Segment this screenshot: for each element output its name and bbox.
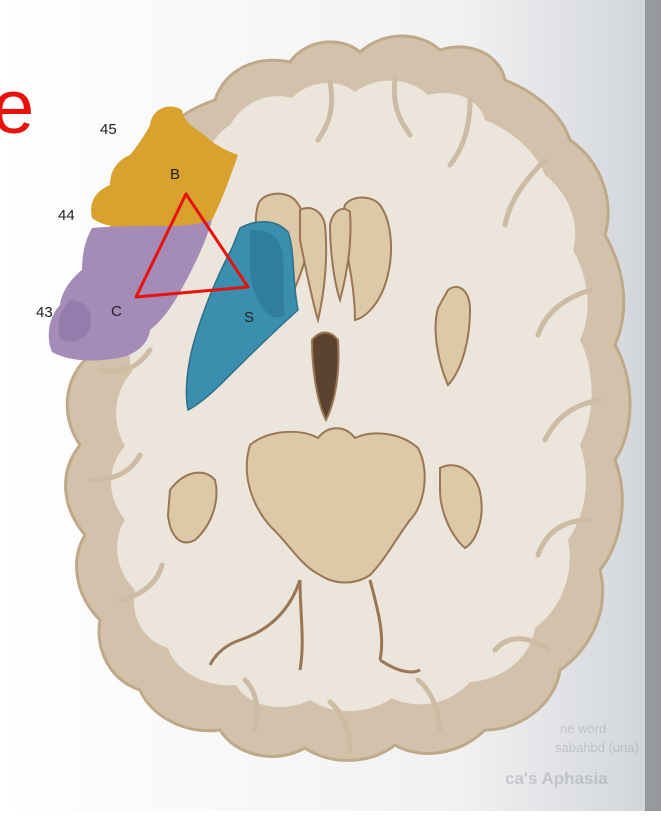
bleed-text-1: ne word xyxy=(560,721,606,736)
page-edge-shadow xyxy=(645,0,661,811)
corner-text-fragment: e xyxy=(0,70,34,146)
bleed-text-3: ca's Aphasia xyxy=(505,769,608,788)
bleed-text-2: sabahbd (una) xyxy=(555,740,639,755)
area-45-label: 45 xyxy=(100,121,117,138)
vertex-c-label: C xyxy=(111,303,122,320)
vertex-s-label: S xyxy=(244,309,254,326)
area-44-label: 44 xyxy=(58,207,75,224)
area-43-label: 43 xyxy=(36,304,53,321)
vertex-b-label: B xyxy=(170,166,180,183)
